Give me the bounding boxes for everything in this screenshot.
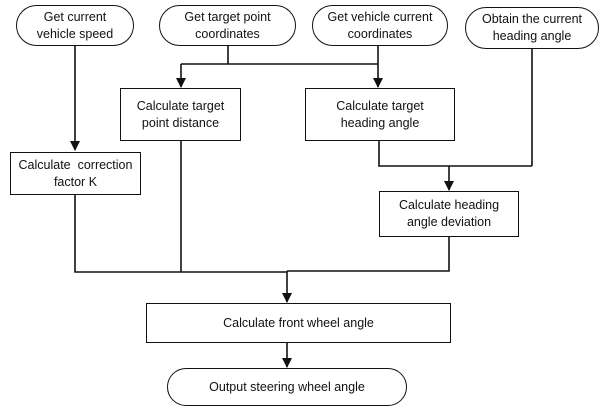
node-output-steering-wheel-angle: Output steering wheel angle — [167, 368, 407, 406]
node-calculate-front-wheel-angle: Calculate front wheel angle — [146, 303, 451, 343]
edge-target-heading-down — [378, 140, 532, 167]
edge-deviation-down — [287, 236, 450, 272]
edge-k-down — [74, 194, 287, 273]
